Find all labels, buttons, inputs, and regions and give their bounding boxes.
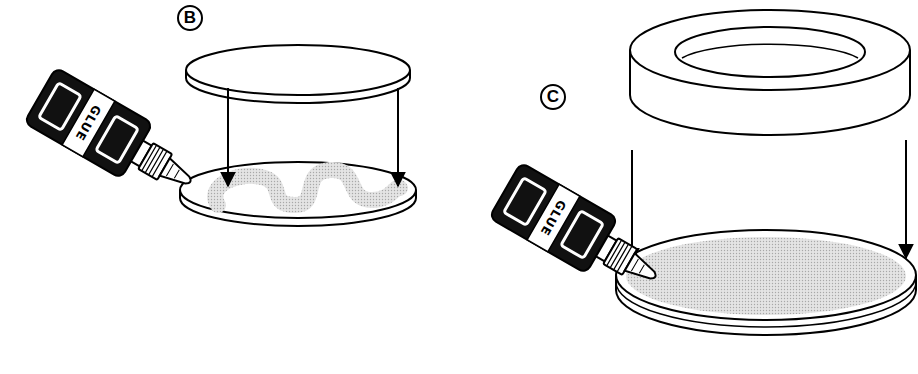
callout-letter: B [184,8,196,28]
callout-circle [541,85,565,109]
bottom-disc-stack [616,230,916,335]
glue-bottle [489,162,671,304]
placement-arrow [397,88,399,186]
callout-letter: C [547,87,559,107]
placement-arrow [905,140,907,258]
glue-bottle [24,67,206,209]
top-disc [186,45,410,103]
bottom-disc [180,162,416,226]
glue-layer [626,237,906,315]
glue-bead [215,170,400,205]
placement-arrow [227,88,229,186]
ring [630,10,910,135]
callout-circle [178,6,202,30]
